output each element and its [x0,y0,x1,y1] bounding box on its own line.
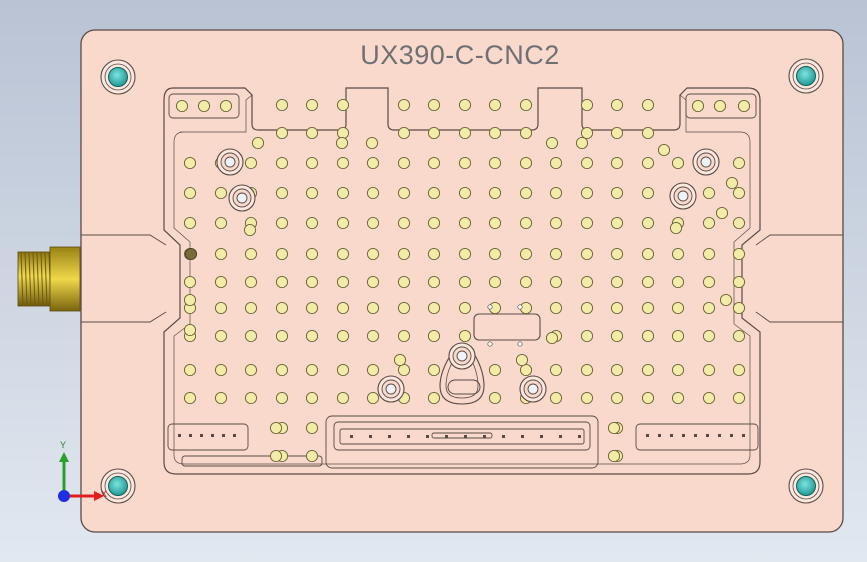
pocket-outline [163,87,761,475]
probe-hole-field [175,98,751,463]
triad-y-label: Y [60,440,67,450]
sma-connector [17,246,81,312]
alignment-pins [100,58,824,504]
triad-x-label: X [101,489,108,499]
corner-blocks [167,93,759,469]
part-label: UX390-C-CNC2 [360,40,560,70]
side-ledges [81,234,843,323]
coordinate-triad [58,452,104,502]
mounting-holes [216,148,720,403]
center-features [439,313,541,405]
